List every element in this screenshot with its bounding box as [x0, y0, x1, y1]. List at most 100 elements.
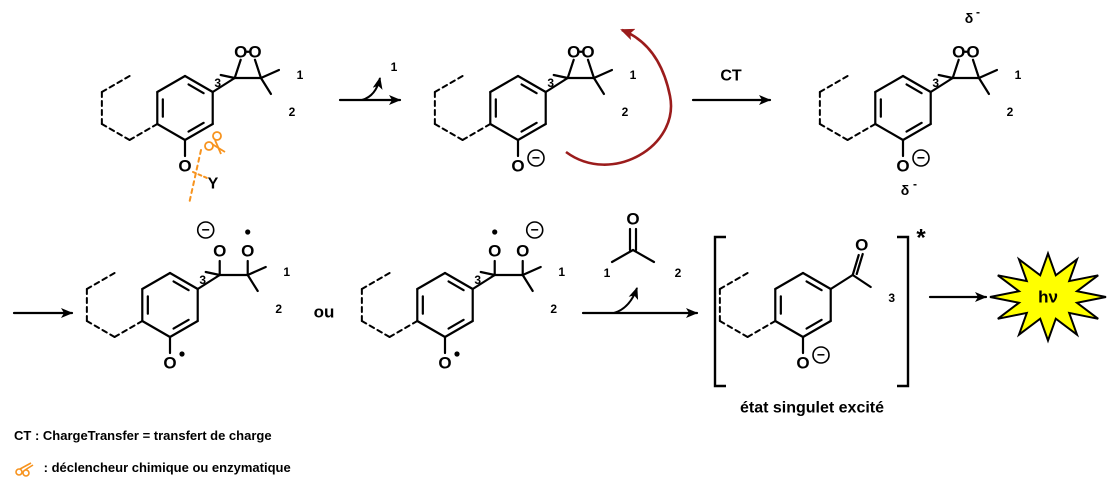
bond	[586, 58, 596, 80]
subscript-label: 1	[297, 68, 304, 82]
double-bond	[905, 121, 923, 133]
subscript-label: 2	[275, 302, 282, 316]
bond	[479, 270, 496, 277]
dashed-ring-bond	[433, 123, 464, 141]
bond	[592, 76, 606, 96]
double-bond	[187, 121, 205, 133]
subscript-label: 1	[558, 265, 565, 279]
release-arrow	[613, 287, 639, 314]
double-bond	[805, 280, 823, 292]
dashed-ring-bond	[461, 123, 492, 141]
bond	[592, 68, 614, 80]
negative-charge	[527, 149, 545, 167]
dashed-ring-bond	[113, 320, 144, 338]
carbonyl-oxygen: O	[626, 210, 639, 229]
bond	[951, 58, 960, 80]
partial-charge-sign: -	[913, 177, 917, 191]
scissor-blade	[211, 143, 226, 153]
bond	[156, 122, 187, 142]
dashed-ring-bond	[433, 75, 464, 93]
subscript-label: 2	[550, 302, 557, 316]
dashed-ring-bond	[718, 272, 749, 290]
subscript-label: 3	[474, 273, 481, 287]
bond	[183, 122, 214, 142]
bond	[901, 122, 932, 142]
double-bond	[805, 318, 823, 330]
charge-sign: −	[817, 347, 825, 363]
subscript-label: 3	[547, 76, 554, 90]
dashed-ring-bond	[85, 320, 116, 338]
dashed-ring-bond	[128, 123, 159, 141]
bond	[977, 68, 999, 80]
leaving-group-r1: 1	[391, 60, 398, 74]
phenol-oxygen: O	[438, 354, 451, 373]
charge-sign: −	[917, 150, 925, 166]
negative-charge	[912, 149, 930, 167]
dashed-ring-bond	[360, 320, 391, 338]
double-bond	[520, 83, 538, 95]
bond	[233, 58, 242, 80]
double-bond	[447, 280, 465, 292]
peroxide-oxygen: O	[581, 42, 594, 61]
bond	[610, 248, 635, 264]
legend-ct: CT : ChargeTransfer = transfert de charg…	[14, 428, 272, 443]
negative-charge	[812, 346, 830, 364]
curved-electron-arrow	[565, 28, 673, 166]
scissors-icon	[204, 131, 226, 155]
peroxide-oxygen: O	[952, 42, 965, 61]
bond	[416, 271, 447, 291]
double-bond	[172, 280, 190, 292]
charge-sign: −	[531, 222, 539, 238]
radical-dot	[492, 229, 498, 235]
cleavage-line	[188, 149, 202, 205]
release-arrow	[361, 77, 383, 101]
subscript-label: 2	[1007, 105, 1014, 119]
bond	[874, 122, 905, 142]
bond	[937, 73, 954, 80]
scissors-icon	[15, 461, 34, 477]
bond	[566, 58, 575, 80]
bond	[801, 271, 832, 291]
dashed-ring-bond	[846, 123, 877, 141]
radical-dot	[179, 351, 185, 357]
double-bond	[905, 83, 923, 95]
charge-sign: −	[532, 150, 540, 166]
dashed-ring-bond	[818, 123, 849, 141]
radical-dot	[245, 229, 251, 235]
excited-state-star: *	[916, 225, 926, 252]
dashed-ring-bond	[100, 75, 131, 93]
bond	[552, 73, 569, 80]
dashed-ring-bond	[718, 320, 749, 338]
double-bond	[447, 318, 465, 330]
bond	[801, 319, 832, 339]
dashed-ring-bond	[388, 320, 419, 338]
phenol-oxygen: O	[163, 354, 176, 373]
carbonyl-oxygen: O	[855, 236, 868, 255]
bond	[774, 271, 805, 291]
scissor-handle	[212, 131, 222, 141]
negative-charge	[525, 221, 544, 239]
bond	[259, 68, 281, 80]
phenol-oxygen: O	[178, 157, 191, 176]
subscript-label: 1	[1015, 68, 1022, 82]
alternative-separator: ou	[314, 303, 335, 322]
subscript-label: 1	[604, 266, 611, 280]
bond	[851, 273, 872, 289]
bond	[246, 265, 267, 277]
peroxide-oxygen: O	[966, 42, 979, 61]
double-bond	[520, 121, 538, 133]
phenol-oxygen: O	[796, 354, 809, 373]
subscript-label: 1	[283, 265, 290, 279]
bond	[168, 271, 199, 291]
bond	[774, 319, 805, 339]
negative-charge	[196, 221, 215, 239]
bond	[416, 319, 447, 339]
bond	[196, 273, 221, 291]
bond	[631, 248, 656, 264]
dashed-ring-bond	[746, 320, 777, 338]
bond	[259, 76, 273, 96]
subscript-label: 1	[630, 68, 637, 82]
